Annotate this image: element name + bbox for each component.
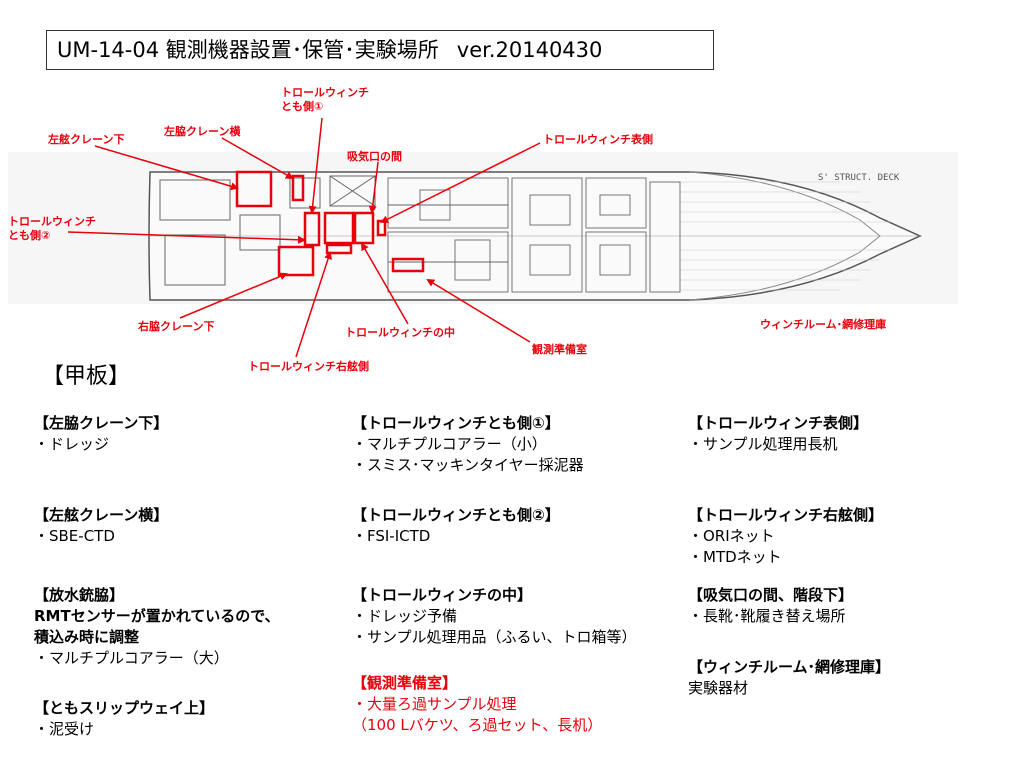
section-line: ・ドレッジ予備 [352, 607, 458, 625]
section-line: RMTセンサーが置かれているので、 [34, 607, 280, 625]
marker-trawl-winch-inside-left [323, 211, 355, 245]
section-header: 【トロールウィンチ右舷側】 [688, 506, 884, 524]
section-line: 実験器材 [688, 679, 749, 697]
section-header: 【左舷クレーン横】 [34, 506, 169, 524]
callout-trawl-winch-front: トロールウィンチ表側 [543, 133, 653, 146]
callout-trawl-winch-stern1: トロールウィンチ とも側① [281, 86, 369, 113]
section-line: ・MTDネット [688, 548, 782, 566]
callout-obs-prep-room: 観測準備室 [532, 343, 587, 356]
section-header: 【トロールウィンチとも側①】 [352, 414, 560, 432]
deck-label: S' STRUCT. DECK [818, 173, 900, 183]
section-header: 【観測準備室】 [352, 674, 458, 692]
section-water-cannon: 【放水銃脇】 RMTセンサーが置かれているので、 積込み時に調整 ・マルチプルコ… [34, 585, 280, 669]
callout-arrows [67, 117, 541, 358]
section-header: 【左脇クレーン下】 [34, 414, 169, 432]
callout-starboard-crane-under: 右脇クレーン下 [138, 320, 215, 333]
callout-trawl-winch-inside: トロールウィンチの中 [345, 326, 455, 339]
section-header: 【吸気口の間、階段下】 [688, 586, 854, 604]
section-line: ・サンプル処理用品（ふるい、トロ箱等） [352, 628, 637, 646]
callout-trawl-winch-starboard: トロールウィンチ右舷側 [248, 360, 369, 373]
section-line: ・長靴･靴履き替え場所 [688, 607, 846, 625]
title-version: ver.20140430 [456, 38, 603, 62]
marker-trawl-winch-stern2 [277, 245, 315, 277]
section-line: ・SBE-CTD [34, 527, 115, 545]
section-line: ・マルチプルコアラー（大） [34, 649, 229, 667]
section-line: （100 Lバケツ、ろ過セット、長机） [352, 716, 603, 734]
section-line: ・マルチプルコアラー（小） [352, 435, 547, 453]
section-trawl-winch-stern2: 【トロールウィンチとも側②】 ・FSI-ICTD [352, 505, 560, 547]
callout-intake-between: 吸気口の間 [347, 150, 402, 163]
section-line: ・大量ろ過サンプル処理 [352, 695, 517, 713]
section-obs-prep-room: 【観測準備室】 ・大量ろ過サンプル処理 （100 Lバケツ、ろ過セット、長机） [352, 673, 602, 736]
marker-trawl-winch-starboard [325, 243, 353, 255]
section-line: ・サンプル処理用長机 [688, 435, 838, 453]
slide-title: UM-14-04 観測機器設置･保管･実験場所 ver.20140430 [46, 30, 714, 70]
bow-deck-planks [680, 181, 890, 291]
section-header: 【トロールウィンチとも側②】 [352, 506, 560, 524]
callout-port-crane-side: 左脇クレーン横 [164, 125, 241, 138]
marker-port-crane-side [291, 174, 305, 202]
section-winch-room: 【ウィンチルーム･網修理庫】 実験器材 [688, 657, 890, 699]
callout-trawl-winch-stern2: トロールウィンチ とも側② [8, 215, 96, 242]
marker-obs-prep-room [391, 257, 425, 273]
title-code: UM-14-04 観測機器設置･保管･実験場所 [57, 38, 439, 62]
section-intake-stairs: 【吸気口の間、階段下】 ・長靴･靴履き替え場所 [688, 585, 853, 627]
section-trawl-winch-inside: 【トロールウィンチの中】 ・ドレッジ予備 ・サンプル処理用品（ふるい、トロ箱等） [352, 585, 637, 648]
section-header: 【トロールウィンチの中】 [352, 586, 533, 604]
midship-rooms [387, 177, 681, 293]
callout-port-crane-under: 左舷クレーン下 [48, 133, 125, 146]
section-port-crane-side: 【左舷クレーン横】 ・SBE-CTD [34, 505, 168, 547]
section-stern-slipway: 【ともスリップウェイ上】 ・泥受け [34, 698, 214, 740]
section-line: 積込み時に調整 [34, 628, 140, 646]
section-trawl-winch-stern1: 【トロールウィンチとも側①】 ・マルチプルコアラー（小） ・スミス･マッキンタイ… [352, 413, 584, 476]
section-trawl-winch-starboard: 【トロールウィンチ右舷側】 ・ORIネット ・MTDネット [688, 505, 883, 568]
callout-winch-room: ウィンチルーム･網修理庫 [760, 318, 887, 331]
section-header: 【ともスリップウェイ上】 [34, 699, 215, 717]
section-line: ・ドレッジ [34, 435, 110, 453]
section-line: ・泥受け [34, 720, 95, 738]
section-line: ・FSI-ICTD [352, 527, 431, 545]
section-line: ・スミス･マッキンタイヤー採泥器 [352, 456, 584, 474]
section-header: 【トロールウィンチ表側】 [688, 414, 869, 432]
stern-structures [159, 175, 376, 286]
section-header: 【放水銃脇】 [34, 586, 125, 604]
section-trawl-winch-front: 【トロールウィンチ表側】 ・サンプル処理用長机 [688, 413, 868, 455]
section-line: ・ORIネット [688, 527, 775, 545]
section-header: 【ウィンチルーム･網修理庫】 [688, 658, 891, 676]
deck-section-title: 【甲板】 [42, 364, 131, 389]
section-port-crane-under: 【左脇クレーン下】 ・ドレッジ [34, 413, 168, 455]
